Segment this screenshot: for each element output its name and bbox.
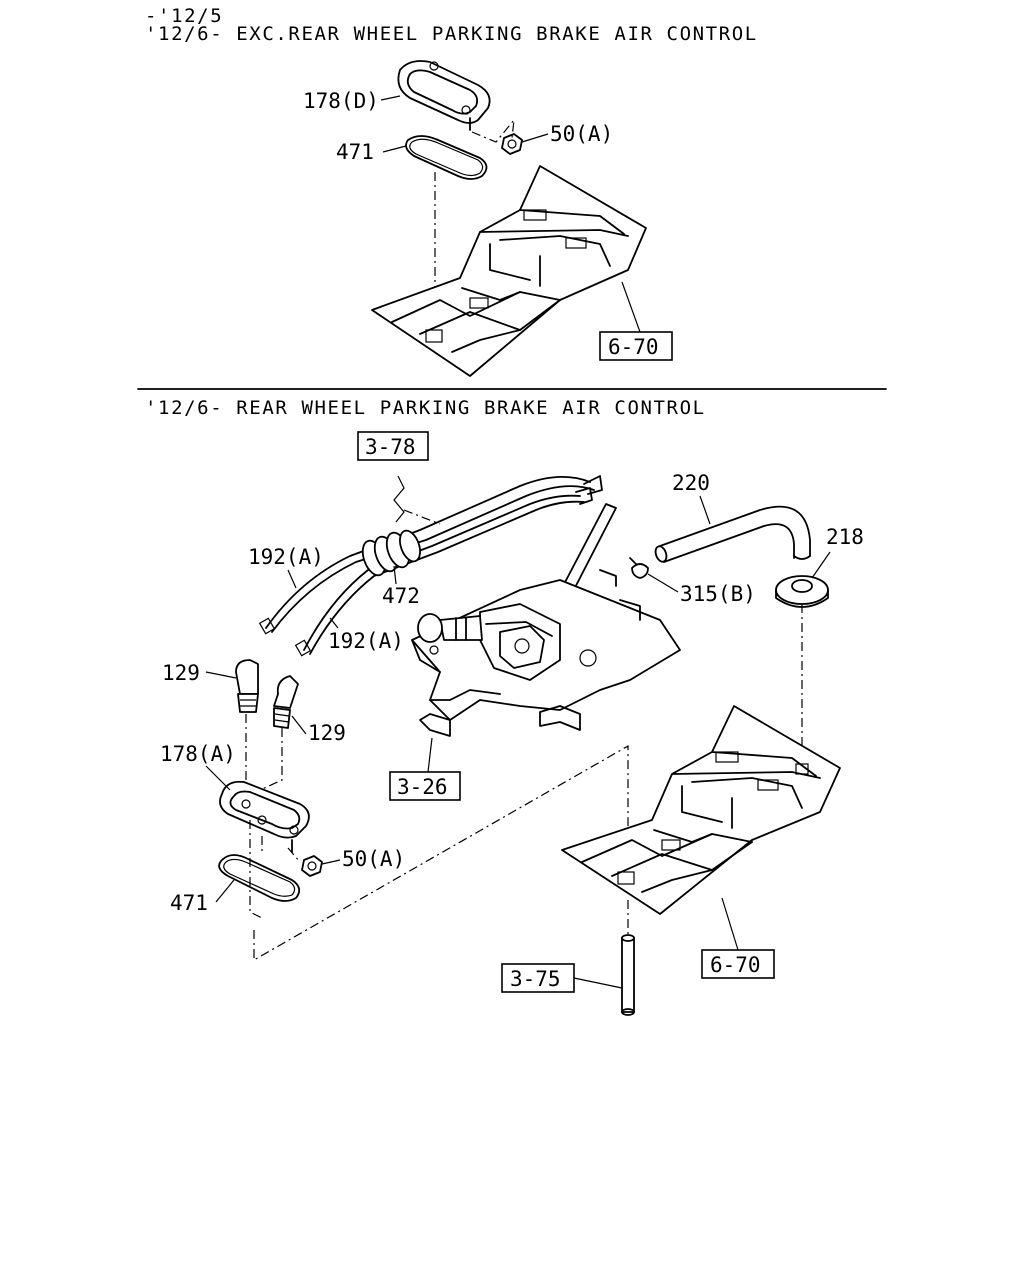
- label-50a: 50(A): [342, 847, 405, 871]
- header-date-range: -'12/5: [145, 5, 223, 27]
- label-192a-upper: 192(A): [248, 545, 324, 569]
- label-top-471: 471: [336, 140, 374, 164]
- top-floor-panel: [371, 165, 647, 377]
- connector-129-right: [273, 675, 299, 729]
- label-220: 220: [672, 471, 710, 495]
- clamp-315b: [629, 557, 649, 579]
- label-315b: 315(B): [680, 582, 756, 606]
- bracket-178a: [219, 780, 310, 853]
- label-129-left: 129: [162, 661, 200, 685]
- valve-assembly: [411, 569, 681, 737]
- header-title: '12/6- EXC.REAR WHEEL PARKING BRAKE AIR …: [145, 23, 758, 45]
- nut-50a: [287, 847, 323, 877]
- pipe-3-75: [621, 934, 635, 1016]
- top-ref-6-70: 6-70: [608, 335, 659, 359]
- label-192a-lower: 192(A): [328, 629, 404, 653]
- label-178a: 178(A): [160, 742, 236, 766]
- hoses-192a: [258, 475, 603, 657]
- label-218: 218: [826, 525, 864, 549]
- grommet-472: [361, 529, 421, 577]
- top-nut-50a: [471, 118, 523, 155]
- seal-471: [218, 854, 301, 902]
- ref-3-75: 3-75: [510, 967, 561, 991]
- section2-title: '12/6- REAR WHEEL PARKING BRAKE AIR CONT…: [145, 397, 706, 419]
- top-seal-471: [405, 135, 488, 180]
- label-178d: 178(D): [303, 89, 379, 113]
- label-472: 472: [382, 584, 420, 608]
- ref-3-78: 3-78: [365, 435, 416, 459]
- ref-6-70: 6-70: [710, 953, 761, 977]
- label-top-50a: 50(A): [550, 122, 613, 146]
- connector-129-left: [235, 659, 259, 713]
- grommet-218: [775, 575, 829, 608]
- label-129-right: 129: [308, 721, 346, 745]
- hose-220: [654, 505, 811, 563]
- floor-panel: [561, 705, 841, 915]
- label-471: 471: [170, 891, 208, 915]
- top-bracket-178d: [397, 60, 491, 131]
- ref-3-26: 3-26: [397, 775, 448, 799]
